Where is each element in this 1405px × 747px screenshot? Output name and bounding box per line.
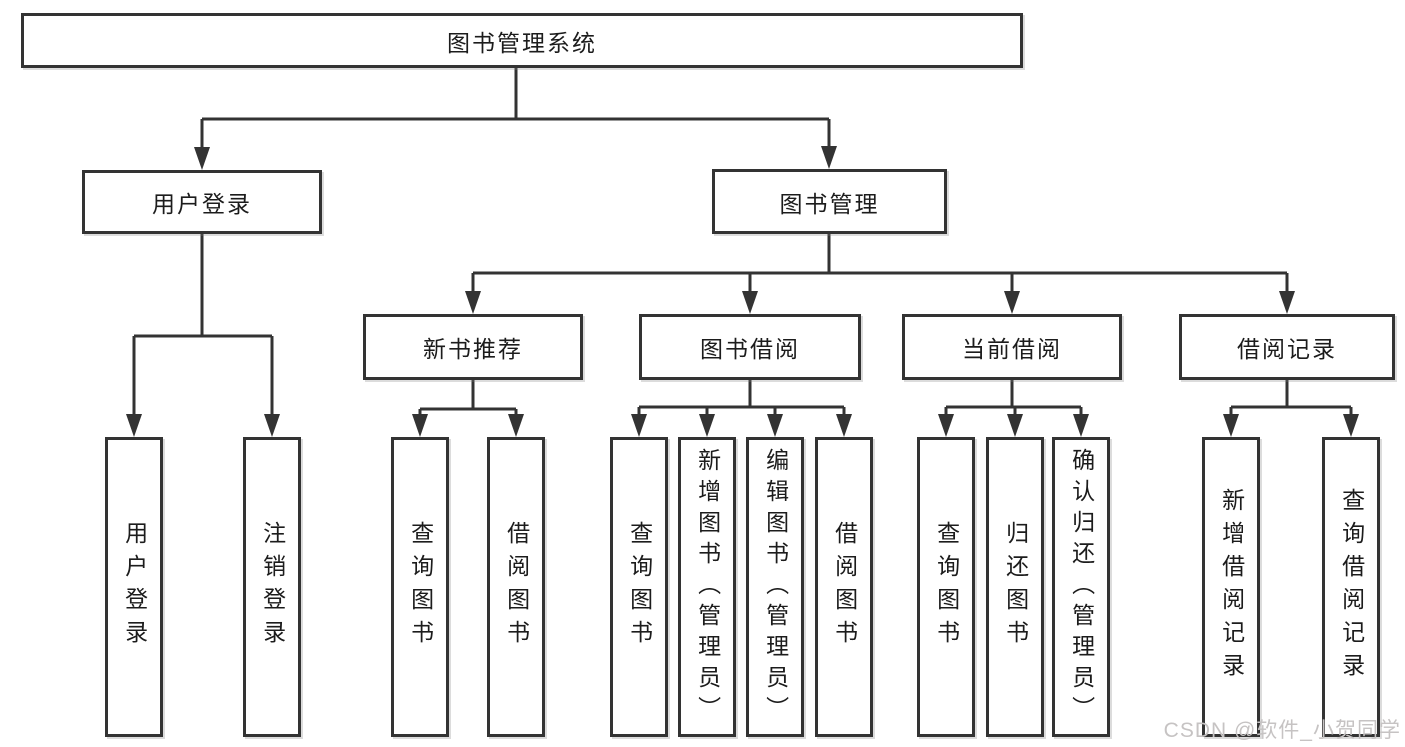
node-label: 新增借阅记录 [1218,488,1245,686]
edge-bookborrow-to-leaves [637,380,846,418]
arrowhead-icon [412,414,428,437]
arrowhead-icon [508,414,524,437]
leaf-newrec-query-books: 查询图书 [391,437,449,737]
node-label: 确认归还（管理员） [1068,447,1095,727]
tree-edges [132,68,1353,418]
node-label: 图书管理系统 [447,29,597,56]
arrowhead-icon [194,147,210,170]
node-borrow-records: 借阅记录 [1179,314,1395,380]
node-label: 查询图书 [933,521,960,653]
leaf-user-login: 用户登录 [105,437,163,737]
node-current-borrow: 当前借阅 [902,314,1122,380]
node-label: 编辑图书（管理员） [762,447,789,727]
node-label: 用户登录 [121,521,148,653]
node-book-borrow: 图书借阅 [639,314,861,380]
edge-bookmgmt-to-level3 [471,234,1289,295]
node-label: 借阅记录 [1237,336,1337,362]
arrowhead-icon [821,146,837,169]
node-label: 查询借阅记录 [1338,488,1365,686]
arrowheads [126,146,1359,437]
arrowhead-icon [631,414,647,437]
leaf-add-book-admin: 新增图书（管理员） [678,437,736,737]
leaf-edit-book-admin: 编辑图书（管理员） [746,437,804,737]
arrowhead-icon [1073,414,1089,437]
csdn-watermark: CSDN @软件_小贺同学 [1163,719,1401,742]
node-label: 注销登录 [259,521,286,653]
arrowhead-icon [1007,414,1023,437]
node-label: 查询图书 [407,521,434,653]
arrowhead-icon [699,414,715,437]
leaf-newrec-borrow-books: 借阅图书 [487,437,545,737]
leaf-return-books: 归还图书 [986,437,1044,737]
edge-newbook-to-leaves [418,380,518,418]
node-label: 图书借阅 [700,336,800,362]
leaf-confirm-return-admin: 确认归还（管理员） [1052,437,1110,737]
node-label: 当前借阅 [962,336,1062,362]
leaf-add-borrow-record: 新增借阅记录 [1202,437,1260,737]
arrowhead-icon [264,414,280,437]
node-label: 归还图书 [1002,521,1029,653]
leaf-logout: 注销登录 [243,437,301,737]
leaf-borrow-borrow-books: 借阅图书 [815,437,873,737]
edge-borrowrecord-to-leaves [1229,380,1353,418]
arrowhead-icon [1343,414,1359,437]
leaf-borrow-query-books: 查询图书 [610,437,668,737]
edge-userlogin-to-leaves [132,234,274,418]
node-label: 新书推荐 [423,336,523,362]
node-user-login: 用户登录 [82,170,322,234]
arrowhead-icon [742,291,758,314]
node-book-management: 图书管理 [712,169,947,234]
node-label: 用户登录 [152,191,252,217]
node-label: 图书管理 [779,190,880,217]
arrowhead-icon [1279,291,1295,314]
node-label: 借阅图书 [831,521,858,653]
arrowhead-icon [465,291,481,314]
node-new-book-recommend: 新书推荐 [363,314,583,380]
node-label: 查询图书 [626,521,653,653]
edge-currentborrow-to-leaves [944,380,1083,418]
node-root: 图书管理系统 [21,13,1023,68]
arrowhead-icon [1223,414,1239,437]
arrowhead-icon [126,414,142,437]
leaf-current-query-books: 查询图书 [917,437,975,737]
arrowhead-icon [1004,291,1020,314]
edge-root-to-level2 [200,68,831,150]
leaf-query-borrow-record: 查询借阅记录 [1322,437,1380,737]
arrowhead-icon [938,414,954,437]
arrowhead-icon [836,414,852,437]
arrowhead-icon [767,414,783,437]
node-label: 借阅图书 [503,521,530,653]
node-label: 新增图书（管理员） [694,447,721,727]
